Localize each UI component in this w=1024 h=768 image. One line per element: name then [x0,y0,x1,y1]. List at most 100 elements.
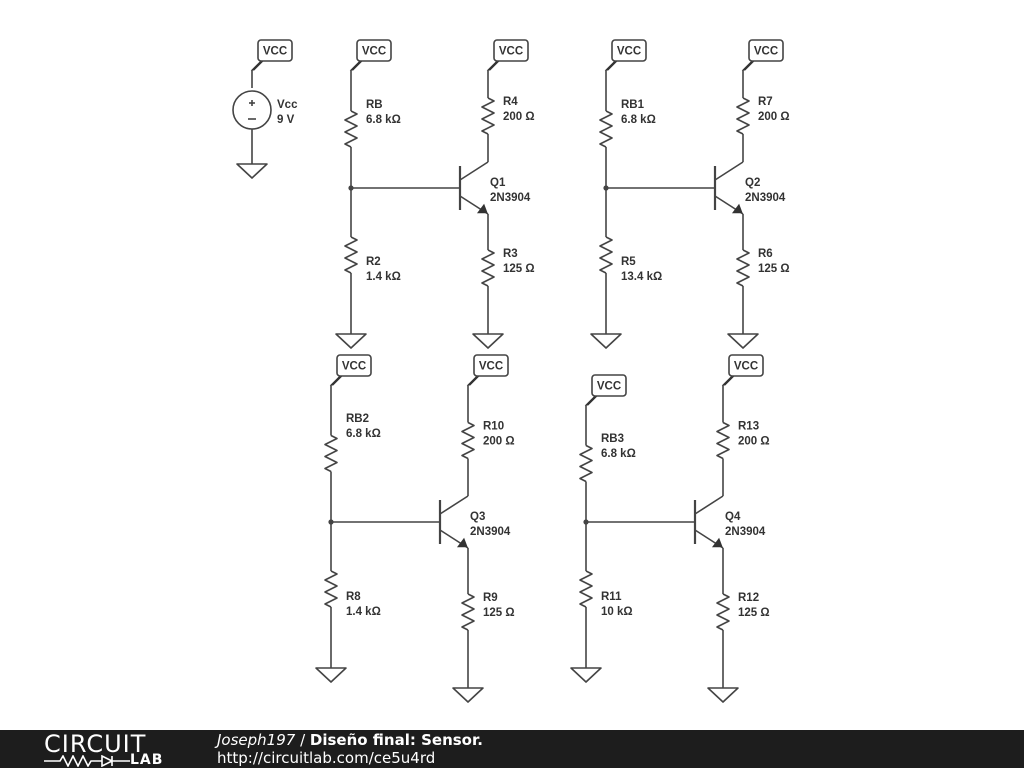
resistor-RB [344,110,358,148]
bias-bottom-resistor-name: R8 [346,591,361,603]
source-value-label: 9 V [277,114,295,126]
resistor-R6 [736,249,750,287]
transistor-name: Q3 [470,511,485,523]
bias-top-resistor-name: RB3 [601,433,624,445]
bias-bottom-resistor-name: R11 [601,591,622,603]
vcc-flag-label: VCC [499,46,523,58]
vcc-flag-label: VCC [597,381,621,393]
vcc-flag-label: VCC [734,361,758,373]
emitter-resistor-name: R12 [738,592,759,604]
resistor-R3 [481,249,495,287]
resistor-R4 [481,97,495,135]
collector-resistor-name: R13 [738,421,759,433]
bias-bottom-resistor-value: 13.4 kΩ [621,271,662,283]
amplifier-stage-4[interactable]: VCC VCC RB3 6.8 kΩ R11 10 kΩ R13 200 Ω R12 125 Ω Q… [570,354,770,703]
resistor-R2 [344,236,358,274]
resistor-R9 [461,593,475,631]
circuit-title: Diseño final: Sensor. [309,731,483,749]
logo-squiggle-icon [44,755,130,767]
author-link[interactable]: Joseph197 [217,731,296,749]
resistor-RB2 [324,434,338,473]
bias-bottom-resistor-name: R2 [366,256,381,268]
dc-source-icon [232,90,272,130]
vcc-flag-icon [728,354,764,377]
resistor-R8 [324,570,338,608]
emitter-resistor-name: R9 [483,592,498,604]
bias-bottom-resistor-value: 10 kΩ [601,606,633,618]
resistor-R5 [599,236,613,274]
schematic: VCC Vcc 9 V VCC VCC RB 6.8 kΩ R2 1.4 kΩ R4 200 Ω R3… [232,39,790,703]
transistor-emitter-arrow-icon [731,203,743,214]
transistor-emitter-arrow-icon [456,537,468,548]
ground-icon [335,333,367,349]
logo-text-circuit: CIRCUIT [44,730,147,758]
emitter-resistor-name: R3 [503,248,518,260]
ground-icon [707,687,739,703]
emitter-resistor-value: 125 Ω [758,263,790,275]
transistor-name: Q1 [490,177,506,189]
source-name-label: Vcc [277,99,298,111]
ground-icon [570,667,602,683]
transistor-collector-leg [694,495,724,515]
bias-top-resistor-value: 6.8 kΩ [621,114,656,126]
ground-icon [452,687,484,703]
vcc-flag-icon [591,374,627,397]
resistor-R12 [716,593,730,631]
bias-top-resistor-value: 6.8 kΩ [601,448,636,460]
ground-icon [315,667,347,683]
collector-resistor-name: R10 [483,421,504,433]
emitter-resistor-value: 125 Ω [738,607,770,619]
circuitlab-logo[interactable]: CIRCUIT LAB [44,730,179,768]
transistor-emitter-arrow-icon [476,203,488,214]
resistor-R11 [579,570,593,608]
transistor-name: Q2 [745,177,760,189]
resistor-R10 [461,421,475,460]
footer-title: Joseph197 / Diseño final: Sensor. [217,732,483,749]
bias-top-resistor-name: RB [366,99,383,111]
vcc-flag-label: VCC [263,46,287,58]
collector-resistor-value: 200 Ω [758,111,790,123]
voltage-source-vcc[interactable]: VCC Vcc 9 V [232,39,298,179]
ground-icon [236,163,268,179]
resistor-R7 [736,97,750,135]
resistor-RB3 [579,444,593,483]
vcc-flag-icon [336,354,372,377]
schematic-canvas[interactable]: VCC Vcc 9 V VCC VCC RB 6.8 kΩ R2 1.4 kΩ R4 200 Ω R3… [0,0,1024,730]
ground-icon [472,333,504,349]
vcc-flag-icon [493,39,529,62]
collector-resistor-value: 200 Ω [738,436,770,448]
collector-resistor-name: R4 [503,96,518,108]
vcc-flag-icon [748,39,784,62]
bias-top-resistor-value: 6.8 kΩ [346,428,381,440]
bias-top-resistor-name: RB2 [346,413,369,425]
vcc-flag-label: VCC [754,46,778,58]
emitter-resistor-value: 125 Ω [483,607,515,619]
transistor-emitter-arrow-icon [711,537,723,548]
vcc-flag-label: VCC [479,361,503,373]
transistor-part-number: 2N3904 [725,526,766,538]
ground-icon [590,333,622,349]
collector-resistor-value: 200 Ω [483,436,515,448]
vcc-flag-icon [257,39,293,62]
logo-text-lab: LAB [130,752,164,768]
resistor-R13 [716,421,730,460]
transistor-name: Q4 [725,511,741,523]
bias-top-resistor-name: RB1 [621,99,645,111]
transistor-part-number: 2N3904 [470,526,511,538]
collector-resistor-name: R7 [758,96,773,108]
bias-bottom-resistor-value: 1.4 kΩ [366,271,401,283]
bias-top-resistor-value: 6.8 kΩ [366,114,401,126]
emitter-resistor-value: 125 Ω [503,263,535,275]
transistor-part-number: 2N3904 [490,192,531,204]
vcc-flag-label: VCC [342,361,366,373]
ground-icon [727,333,759,349]
vcc-flag-icon [356,39,392,62]
circuit-url-link[interactable]: http://circuitlab.com/ce5u4rd [217,749,436,767]
vcc-flag-icon [611,39,647,62]
resistor-RB1 [599,110,613,148]
transistor-collector-leg [439,495,469,515]
vcc-flag-label: VCC [362,46,386,58]
